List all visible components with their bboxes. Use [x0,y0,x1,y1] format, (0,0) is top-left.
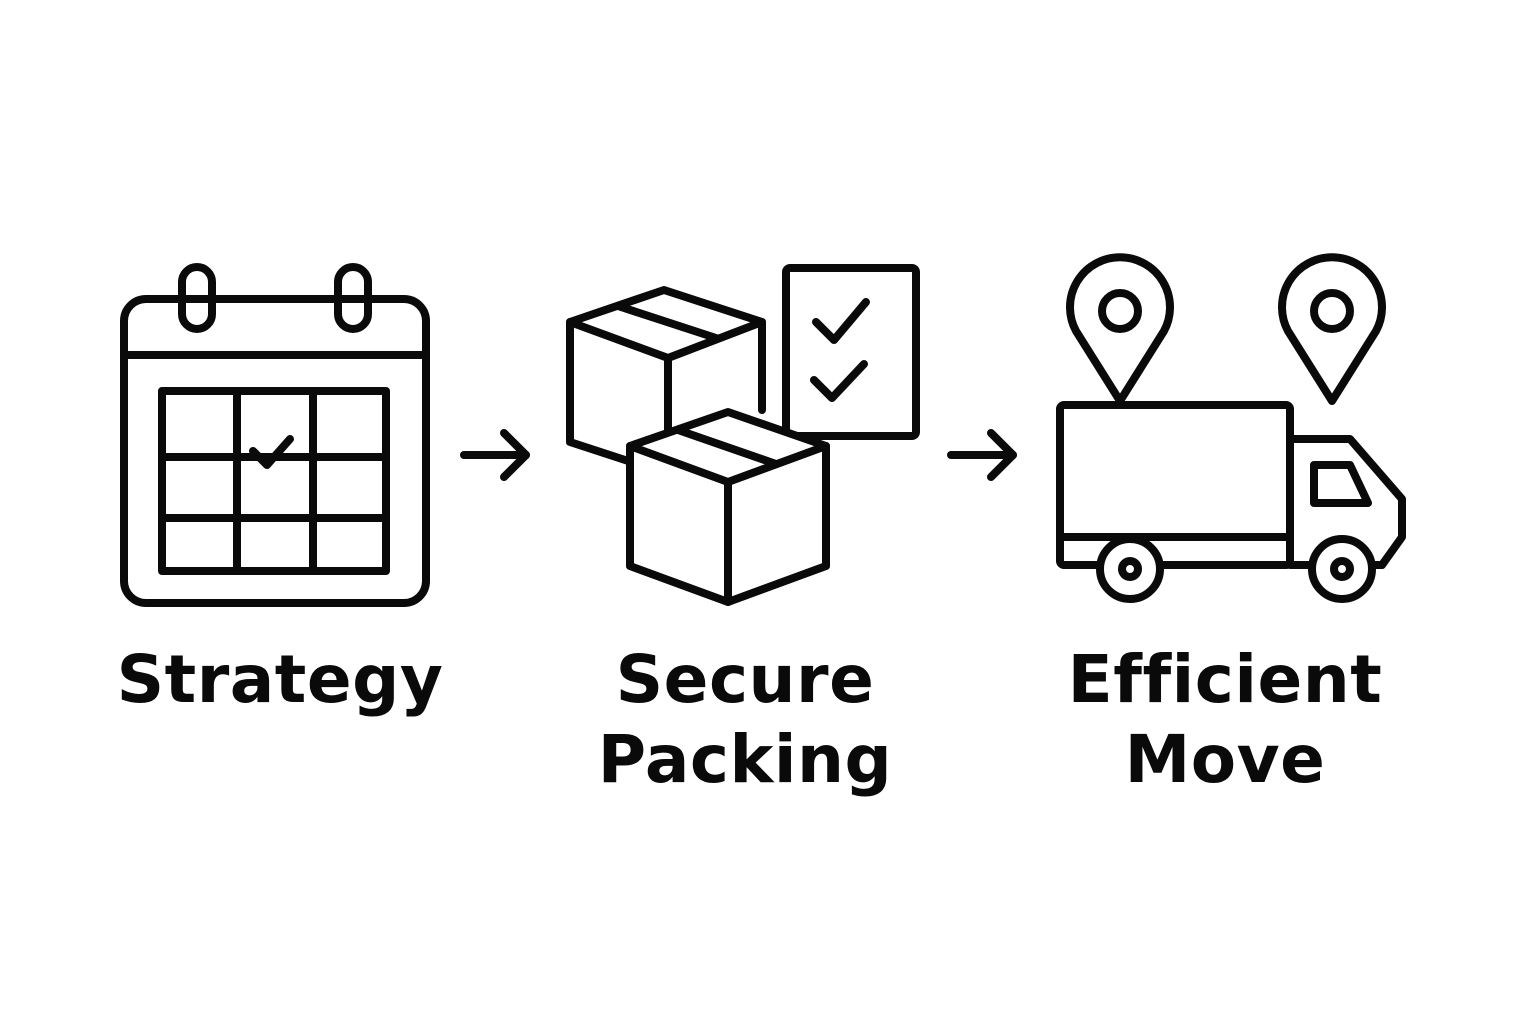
truck-location-icon [1050,253,1420,615]
calendar-check-icon [110,255,440,615]
step-label-line: Packing [597,721,893,798]
step-label-line: Secure [615,641,875,718]
step-label-line: Efficient [1067,641,1383,718]
step-label-strategy: Strategy [80,640,480,720]
arrow-right-icon [947,425,1027,485]
arrow-right-icon [460,425,540,485]
step-label-secure-packing: Secure Packing [545,640,945,800]
step-label-line: Strategy [116,641,444,718]
step-label-efficient-move: Efficient Move [1025,640,1425,800]
boxes-checklist-icon [560,260,930,620]
step-label-line: Move [1124,721,1326,798]
